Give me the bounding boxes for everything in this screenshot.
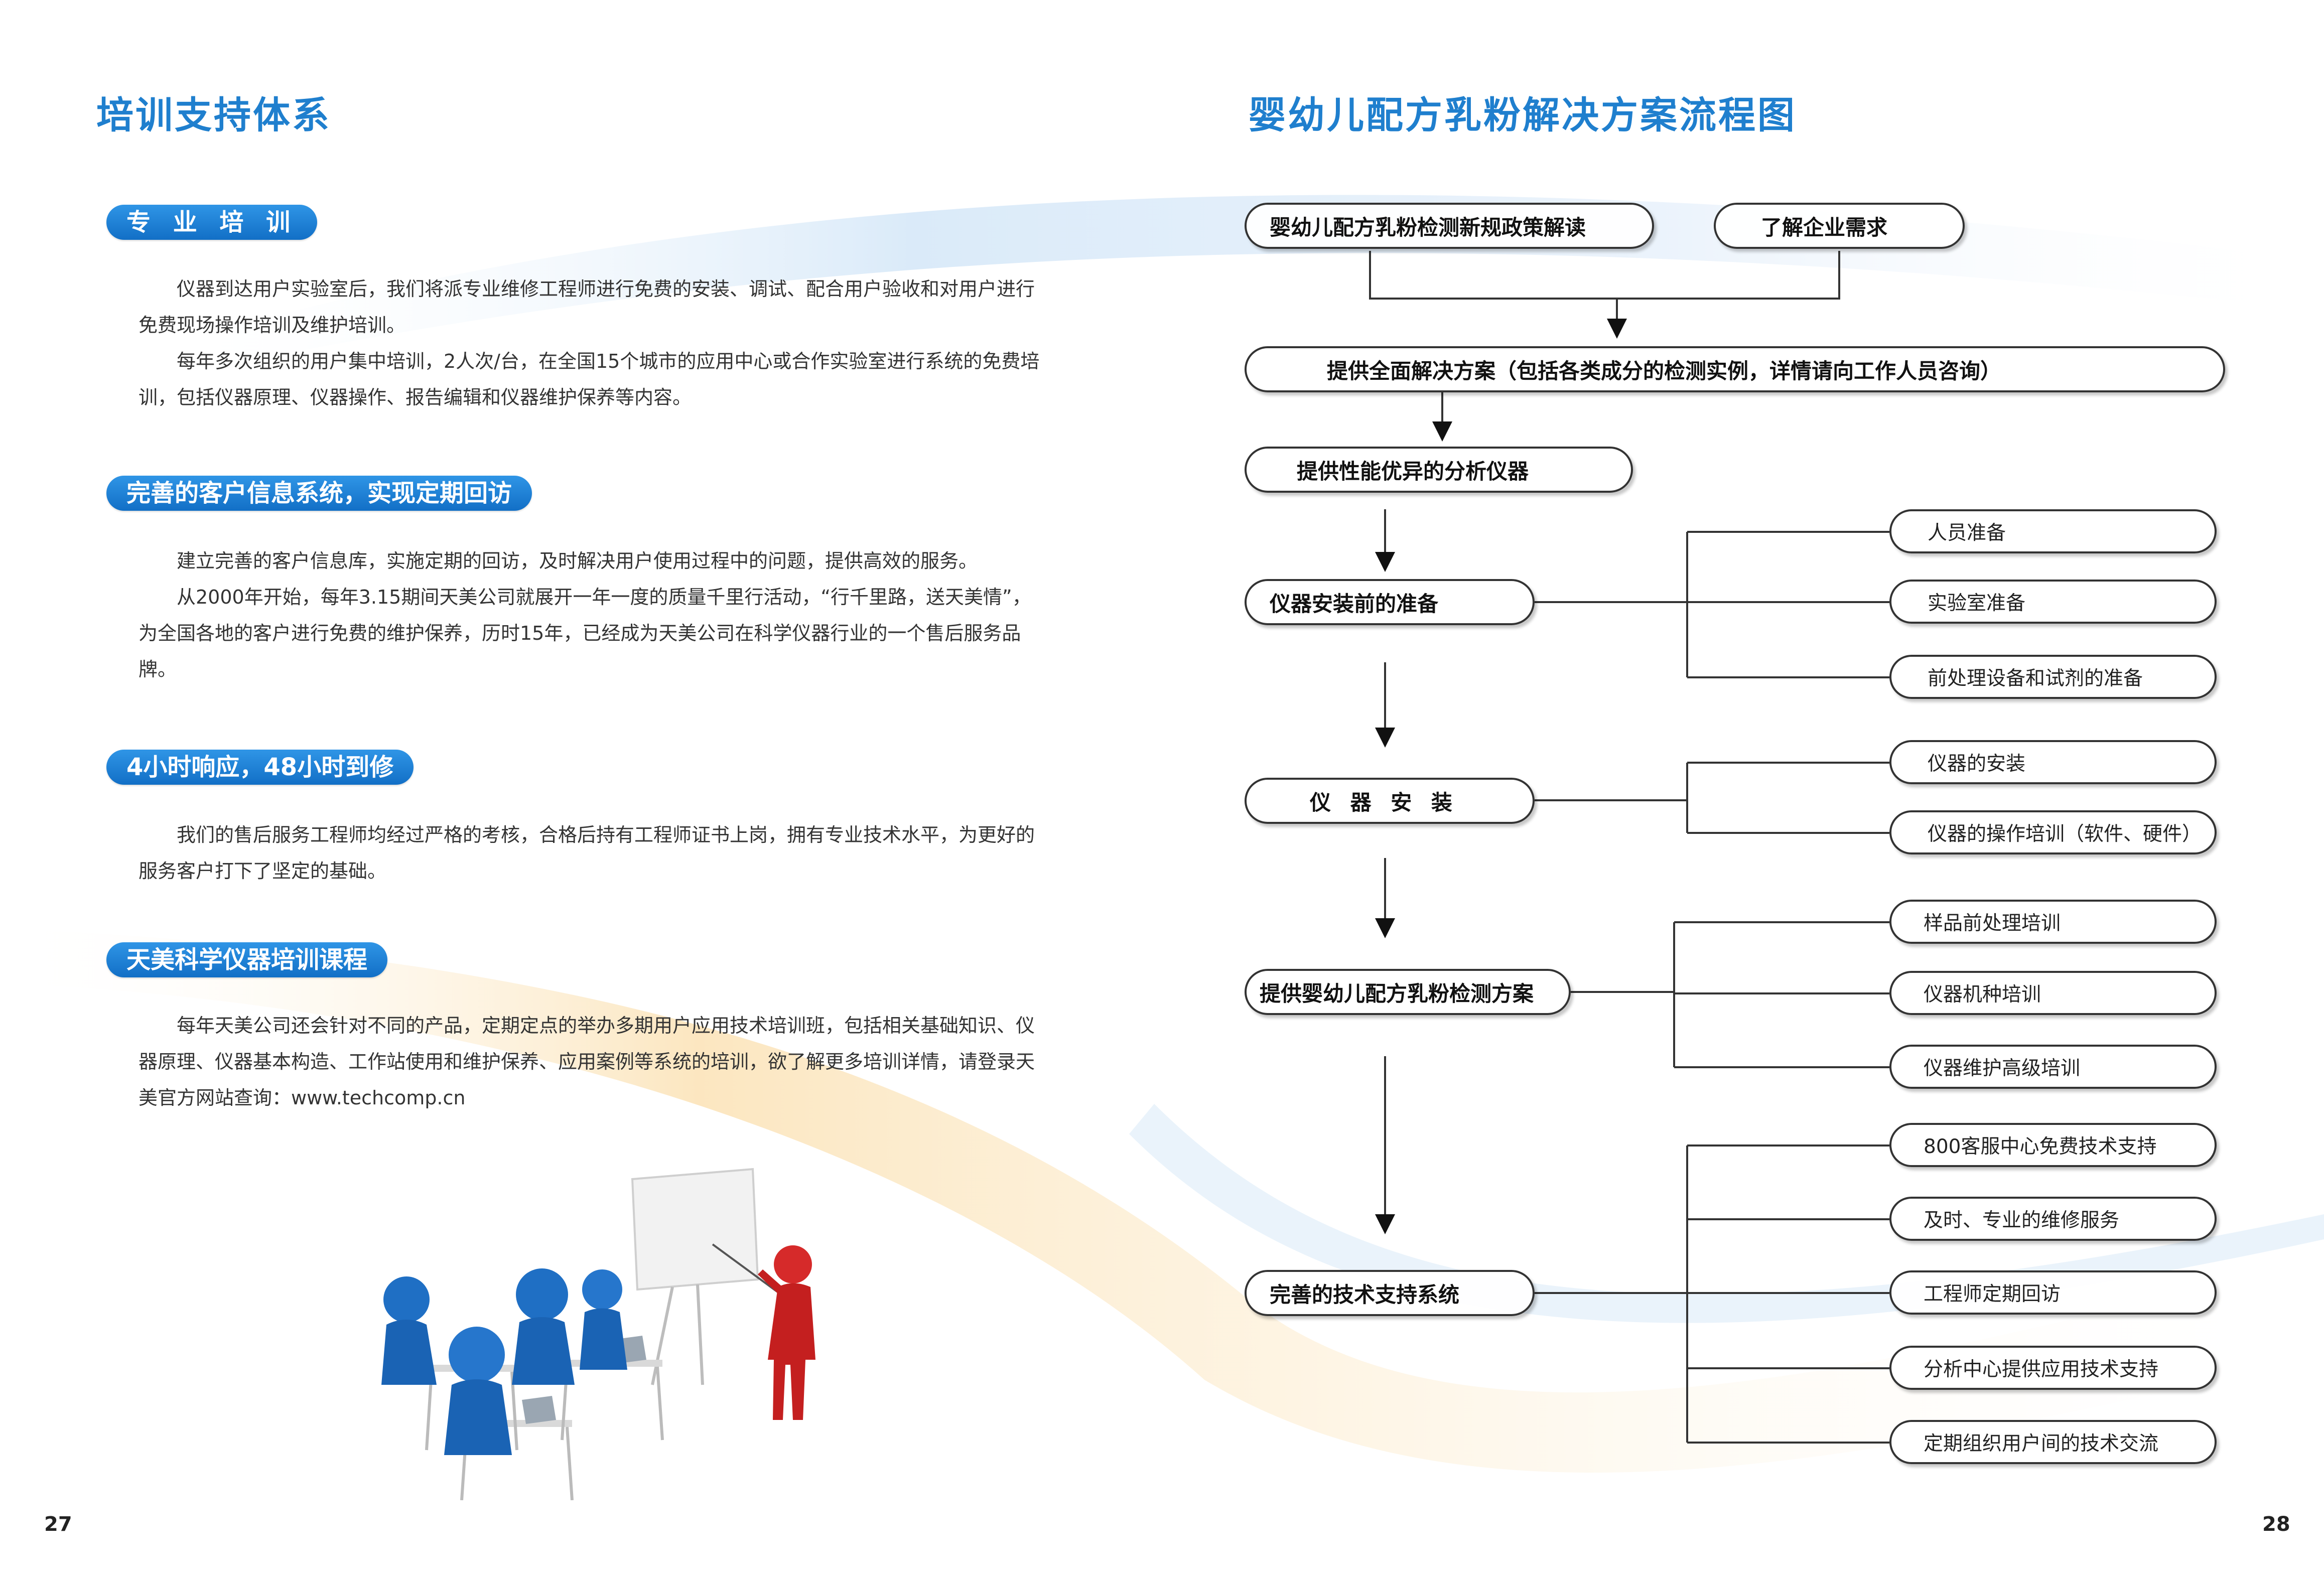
flow-sub-install: 仪器的安装 <box>1889 740 2217 784</box>
paragraph: 每年天美公司还会针对不同的产品，定期定点的举办多期用户应用技术培训班，包括相关基… <box>139 1015 1035 1109</box>
flow-box-analytical-instrument: 提供性能优异的分析仪器 <box>1245 447 1633 493</box>
paragraph: 从2000年开始，每年3.15期间天美公司就展开一年一度的质量千里行活动，“行千… <box>139 586 1031 680</box>
presenter-figure <box>758 1245 815 1420</box>
flow-sub-reagent-prep: 前处理设备和试剂的准备 <box>1889 655 2217 699</box>
flow-sub-model-training: 仪器机种培训 <box>1889 971 2217 1015</box>
flow-sub-800-hotline: 800客服中心免费技术支持 <box>1889 1123 2217 1167</box>
audience-figures <box>381 1268 664 1500</box>
flow-box-testing-solution: 提供婴幼儿配方乳粉检测方案 <box>1245 969 1571 1015</box>
section-heading-training-courses: 天美科学仪器培训课程 <box>106 942 388 977</box>
page-number-right: 28 <box>2262 1513 2290 1536</box>
flow-box-enterprise-needs: 了解企业需求 <box>1714 203 1965 249</box>
section-heading-customer-info: 完善的客户信息系统，实现定期回访 <box>106 476 532 511</box>
flow-sub-advanced-maintenance: 仪器维护高级培训 <box>1889 1045 2217 1089</box>
right-page-title: 婴幼儿配方乳粉解决方案流程图 <box>1249 94 1797 137</box>
whiteboard-icon <box>631 1168 759 1385</box>
flow-sub-engineer-visits: 工程师定期回访 <box>1889 1270 2217 1315</box>
section-body-professional-training: 仪器到达用户实验室后，我们将派专业维修工程师进行免费的安装、调试、配合用户验收和… <box>139 271 1042 415</box>
flow-box-tech-support: 完善的技术支持系统 <box>1245 1270 1535 1316</box>
paragraph: 建立完善的客户信息库，实施定期的回访，及时解决用户使用过程中的问题，提供高效的服… <box>177 550 978 572</box>
section-heading-professional-training: 专 业 培 训 <box>106 205 318 240</box>
flow-box-pre-installation: 仪器安装前的准备 <box>1245 579 1535 625</box>
left-page-title: 培训支持体系 <box>96 94 331 137</box>
paragraph: 每年多次组织的用户集中培训，2人次/台，在全国15个城市的应用中心或合作实验室进… <box>139 350 1040 408</box>
flow-sub-sample-prep-training: 样品前处理培训 <box>1889 900 2217 944</box>
flow-box-policy-interpretation: 婴幼儿配方乳粉检测新规政策解读 <box>1245 203 1654 249</box>
flow-sub-user-exchange: 定期组织用户间的技术交流 <box>1889 1420 2217 1464</box>
section-body-training-courses: 每年天美公司还会针对不同的产品，定期定点的举办多期用户应用技术培训班，包括相关基… <box>139 1008 1042 1116</box>
section-body-customer-info: 建立完善的客户信息库，实施定期的回访，及时解决用户使用过程中的问题，提供高效的服… <box>139 543 1042 687</box>
flow-sub-operation-training: 仪器的操作培训（软件、硬件） <box>1889 810 2217 854</box>
flow-box-installation: 仪 器 安 装 <box>1245 778 1535 824</box>
flow-sub-staff-prep: 人员准备 <box>1889 509 2217 553</box>
paragraph: 我们的售后服务工程师均经过严格的考核，合格后持有工程师证书上岗，拥有专业技术水平… <box>139 824 1035 882</box>
flow-box-full-solution: 提供全面解决方案（包括各类成分的检测实例，详情请向工作人员咨询） <box>1245 346 2225 392</box>
page-number-left: 27 <box>44 1513 72 1536</box>
section-heading-response-time: 4小时响应，48小时到修 <box>106 750 414 785</box>
section-body-response-time: 我们的售后服务工程师均经过严格的考核，合格后持有工程师证书上岗，拥有专业技术水平… <box>139 817 1042 889</box>
flow-sub-repair-service: 及时、专业的维修服务 <box>1889 1197 2217 1241</box>
paragraph: 仪器到达用户实验室后，我们将派专业维修工程师进行免费的安装、调试、配合用户验收和… <box>139 278 1035 336</box>
flow-sub-lab-prep: 实验室准备 <box>1889 580 2217 624</box>
flow-sub-application-support: 分析中心提供应用技术支持 <box>1889 1346 2217 1390</box>
training-illustration <box>381 1168 815 1500</box>
